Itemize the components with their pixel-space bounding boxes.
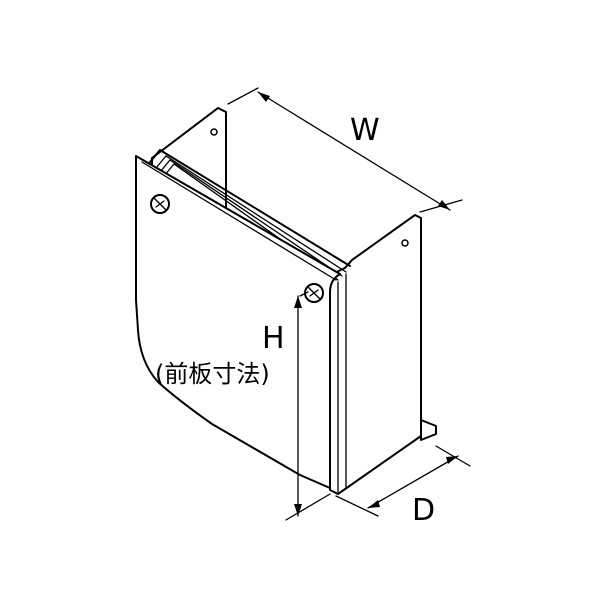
screw-right [304,283,324,303]
height-label: H [262,321,285,356]
width-dimension [227,87,463,213]
mount-hole-right [401,239,409,247]
height-note-label: (前板寸法) [155,360,270,388]
width-label: W [350,113,380,148]
front-panel [135,155,347,493]
depth-dimension [335,445,471,517]
height-dimension [285,291,331,521]
depth-label: D [412,493,435,528]
screw-left [150,194,170,214]
mount-hole-left [210,128,218,136]
